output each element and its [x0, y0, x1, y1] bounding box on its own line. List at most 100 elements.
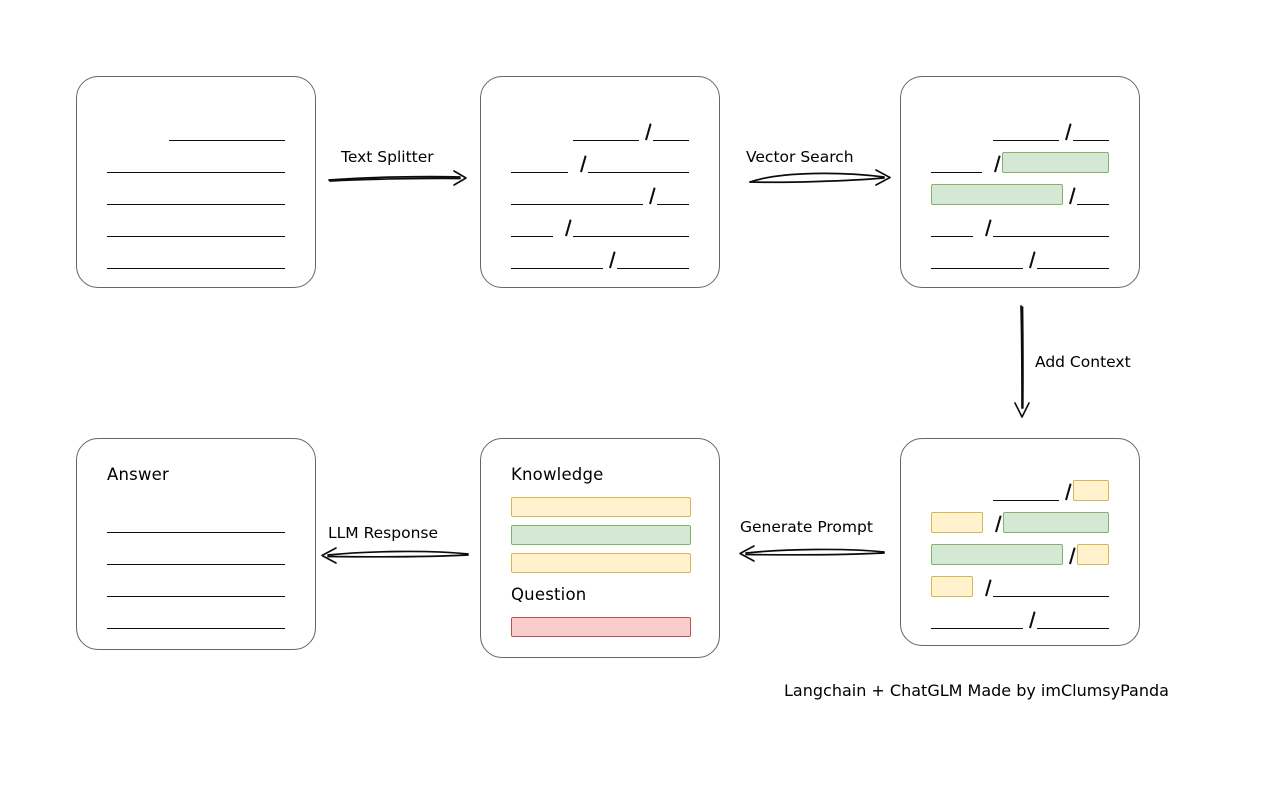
knowledge-bar-yellow: [511, 497, 691, 517]
text-line-segment: [107, 571, 285, 597]
answer-box[interactable]: Answer: [76, 438, 316, 650]
question-label: Question: [511, 585, 587, 604]
text-line-segment: [572, 211, 689, 237]
source-document-line: [107, 147, 285, 173]
text-line-segment: [1037, 243, 1109, 269]
context-document-line: [993, 475, 1109, 501]
knowledge-bar-yellow: [511, 553, 691, 573]
text-line-segment: [993, 115, 1060, 141]
highlighted-chunk-green: [931, 184, 1063, 205]
answer-line: [107, 571, 285, 597]
slash-separator-icon: [639, 115, 653, 141]
add-context-arrow: [1014, 305, 1030, 418]
llm-response-label: LLM Response: [328, 524, 439, 542]
text-line-segment: [511, 211, 553, 237]
retrieved-document-line: [993, 115, 1109, 141]
retrieved-document-line: [931, 243, 1109, 269]
answer-line: [107, 507, 285, 533]
text-splitter-label: Text Splitter: [341, 148, 434, 166]
text-line-segment: [169, 115, 285, 141]
context-document-line: [931, 507, 1109, 533]
text-line-segment: [931, 243, 1024, 269]
slash-separator-icon: [979, 571, 993, 597]
context-document-line: [931, 571, 1109, 597]
answer-line: [107, 603, 285, 629]
text-splitter-arrow: [328, 170, 467, 186]
context-document-line: [931, 603, 1109, 629]
text-line-segment: [588, 147, 689, 173]
text-line-segment: [107, 539, 285, 565]
text-line-segment: [992, 571, 1109, 597]
text-line-segment: [992, 211, 1109, 237]
answer-lines: [77, 439, 315, 649]
retrieved-document-line: [931, 211, 1109, 237]
answer-label: Answer: [107, 465, 169, 484]
vector-search-arrow: [749, 169, 891, 186]
footer-credit: Langchain + ChatGLM Made by imClumsyPand…: [784, 681, 1169, 700]
text-line-segment: [931, 147, 983, 173]
context-document-line: [931, 539, 1109, 565]
highlighted-chunk-yellow: [931, 512, 983, 533]
retrieved-document-line: [931, 179, 1109, 205]
source-document-lines: [77, 77, 315, 287]
text-line-segment: [656, 179, 689, 205]
text-line-segment: [107, 211, 285, 237]
retrieved-document-line: [931, 147, 1109, 173]
source-document-line: [107, 211, 285, 237]
llm-response-arrow: [321, 547, 469, 564]
text-line-segment: [931, 603, 1024, 629]
split-document-lines: [481, 77, 719, 287]
retrieved-document-lines: [901, 77, 1139, 287]
text-line-segment: [931, 211, 973, 237]
source-document-box[interactable]: [76, 76, 316, 288]
slash-separator-icon: [988, 147, 1002, 173]
split-document-box[interactable]: [480, 76, 720, 288]
text-line-segment: [511, 147, 569, 173]
text-line-segment: [107, 603, 285, 629]
question-bar-red: [511, 617, 691, 637]
split-document-line: [511, 179, 689, 205]
text-line-segment: [573, 115, 640, 141]
slash-separator-icon: [643, 179, 657, 205]
slash-separator-icon: [1023, 603, 1037, 629]
text-line-segment: [107, 507, 285, 533]
slash-separator-icon: [1063, 539, 1077, 565]
split-document-line: [511, 147, 689, 173]
highlighted-chunk-green: [1002, 152, 1109, 173]
add-context-label: Add Context: [1035, 353, 1131, 371]
source-document-line: [169, 115, 285, 141]
knowledge-bar-green: [511, 525, 691, 545]
slash-separator-icon: [979, 211, 993, 237]
slash-separator-icon: [1063, 179, 1077, 205]
generate-prompt-arrow: [739, 545, 885, 562]
highlighted-chunk-yellow: [1076, 544, 1109, 565]
text-line-segment: [1073, 115, 1109, 141]
slash-separator-icon: [1059, 115, 1073, 141]
highlighted-chunk-green: [931, 544, 1063, 565]
slash-separator-icon: [559, 211, 573, 237]
slash-separator-icon: [1023, 243, 1037, 269]
text-line-segment: [1076, 179, 1109, 205]
answer-line: [107, 539, 285, 565]
source-document-line: [107, 243, 285, 269]
slash-separator-icon: [574, 147, 588, 173]
knowledge-label: Knowledge: [511, 465, 604, 484]
prompt-box[interactable]: Knowledge Question: [480, 438, 720, 658]
highlighted-chunk-yellow: [1072, 480, 1109, 501]
vector-search-label: Vector Search: [746, 148, 854, 166]
text-line-segment: [107, 243, 285, 269]
text-line-segment: [653, 115, 689, 141]
text-line-segment: [107, 147, 285, 173]
slash-separator-icon: [603, 243, 617, 269]
highlighted-chunk-yellow: [931, 576, 973, 597]
retrieved-document-box[interactable]: [900, 76, 1140, 288]
text-line-segment: [107, 179, 285, 205]
slash-separator-icon: [1059, 475, 1073, 501]
text-line-segment: [993, 475, 1059, 501]
highlighted-chunk-green: [1002, 512, 1109, 533]
slash-separator-icon: [989, 507, 1003, 533]
text-line-segment: [511, 179, 643, 205]
context-document-box[interactable]: [900, 438, 1140, 646]
text-line-segment: [1037, 603, 1109, 629]
